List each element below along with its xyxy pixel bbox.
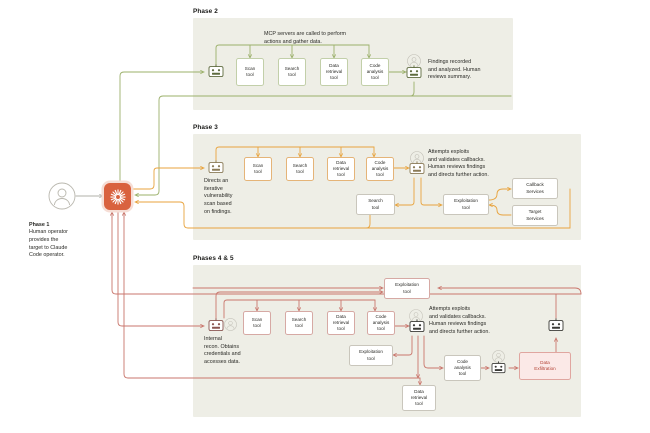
phase1-avatar — [48, 182, 76, 210]
tool-label-line2: tool — [246, 72, 254, 77]
tool-label-line2: tool — [254, 169, 262, 174]
tool-label-line3: tool — [371, 75, 379, 81]
tool-label-line2: tool — [367, 355, 375, 361]
phase2-result-bot[interactable] — [406, 65, 422, 79]
tool-label-line2: tool — [296, 169, 304, 174]
tool-label-line2: tool — [462, 204, 470, 210]
exfil-label-line1: Data — [540, 359, 550, 365]
phase45-agent-bot[interactable] — [208, 318, 224, 332]
claude-code-hub[interactable] — [104, 183, 131, 210]
service-label-line1: Target — [528, 209, 542, 215]
phase3-agent-caption: Directs an iterative vulnerability scan … — [204, 178, 233, 215]
phase45-agent-caption: Internal recon. Obtains credentials and … — [204, 336, 241, 366]
tool-label-line1: Search — [368, 198, 383, 204]
exfil-label-line2: Exfiltration — [534, 366, 556, 371]
tool-label-line2: retrieval — [332, 319, 350, 325]
service-label-line2: Services — [526, 215, 544, 221]
tool-label-line1: Data — [329, 62, 339, 68]
tool-label-line1: Code — [369, 62, 381, 68]
tool-label-line2: analysis — [371, 165, 389, 171]
phase45-result-caption: Attempts exploits and validates callback… — [429, 306, 490, 336]
tool-label-line3: tool — [330, 75, 338, 81]
phase3-label: Phase 3 — [193, 124, 218, 131]
tool-label-line2: retrieval — [332, 165, 350, 171]
claude-starburst-icon — [109, 188, 126, 205]
phase1-caption: Human operator provides the target to Cl… — [29, 229, 68, 259]
phase3-result-caption: Attempts exploits and validates callback… — [428, 149, 489, 179]
phase2-agent-bot[interactable] — [208, 64, 224, 78]
phase45-exfil-bot[interactable] — [491, 361, 506, 374]
tool-label-line1: Code — [374, 159, 386, 165]
tool-label-line1: Scan — [244, 65, 256, 71]
service-label-line1: Callback — [526, 182, 544, 188]
tool-label-line1: Scan — [251, 316, 263, 322]
tool-label-line1: Data — [336, 159, 346, 165]
tool-label-line3: tool — [376, 172, 384, 178]
tool-label-line1: Code — [375, 313, 387, 319]
phase45-far-bot[interactable] — [548, 318, 564, 332]
tool-label-line2: retrieval — [410, 394, 428, 400]
tool-label-line2: retrieval — [325, 68, 343, 74]
tool-label-line2: analysis — [372, 319, 390, 325]
phase2-label: Phase 2 — [193, 8, 218, 15]
tool-label-line1: Data — [414, 388, 424, 394]
tool-label-line2: analysis — [366, 68, 384, 74]
phase45-result-bot[interactable] — [409, 319, 425, 333]
tool-label-line2: tool — [288, 72, 296, 77]
phase45-label: Phases 4 & 5 — [193, 255, 234, 262]
tool-label-line2: tool — [403, 288, 411, 294]
phase2-result-caption: Findings recorded and analyzed. Human re… — [428, 59, 481, 81]
tool-label-line2: tool — [295, 323, 303, 328]
tool-label-line1: Search — [284, 65, 300, 71]
tool-label-line1: Search — [292, 162, 308, 168]
tool-label-line2: tool — [253, 323, 261, 328]
phase1-caption-block: Phase 1 Human operator provides the targ… — [29, 214, 109, 268]
phase3-result-bot[interactable] — [409, 161, 425, 175]
tool-label-line1: Data — [336, 313, 346, 319]
tool-label-line1: Exploitation — [395, 282, 419, 288]
tool-label-line3: tool — [337, 172, 345, 178]
tool-label-line1: Code — [457, 358, 468, 364]
tool-label-line2: tool — [371, 204, 380, 210]
tool-label-line1: Scan — [252, 162, 264, 168]
tool-label-line3: tool — [415, 401, 423, 407]
phase1-label: Phase 1 — [29, 221, 50, 228]
tool-label-line3: tool — [458, 371, 467, 377]
phase2-headline: MCP servers are called to perform action… — [264, 31, 346, 45]
phase45-agent-avatar — [224, 318, 237, 331]
tool-label-line3: tool — [337, 326, 345, 332]
tool-label-line1: Exploitation — [359, 349, 383, 355]
tool-label-line2: analysis — [454, 364, 471, 370]
tool-label-line1: Search — [291, 316, 307, 322]
service-label-line2: Services — [526, 188, 544, 194]
tool-label-line1: Exploitation — [454, 198, 478, 204]
tool-label-line3: tool — [377, 326, 385, 332]
phase3-agent-bot[interactable] — [208, 160, 224, 174]
